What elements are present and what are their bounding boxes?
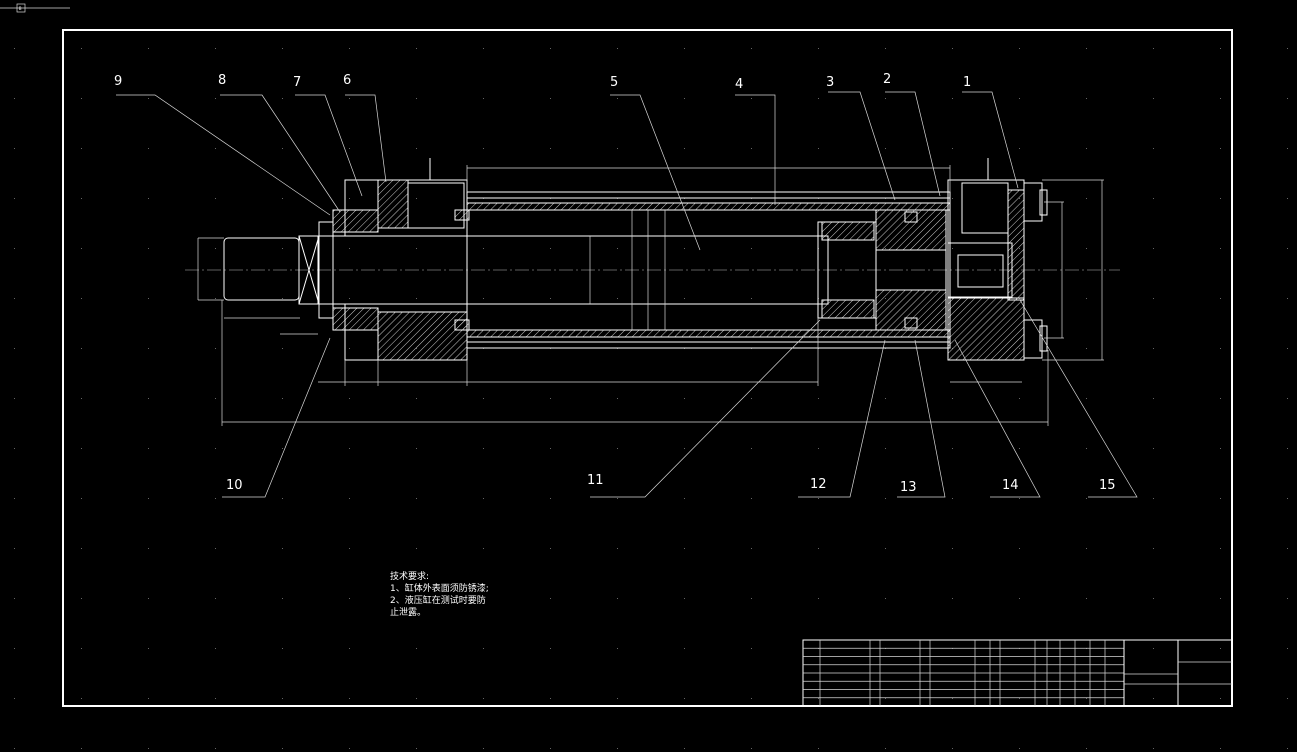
part-label-5: 5 bbox=[610, 75, 618, 90]
rod-end bbox=[223, 221, 334, 319]
part-label-12: 12 bbox=[810, 477, 827, 492]
background-grid bbox=[14, 48, 1288, 749]
technical-requirements: 技术要求: 1、缸体外表面须防锈漆; 2、液压缸在测试时要防 止泄露。 bbox=[390, 570, 489, 618]
part-label-8: 8 bbox=[218, 73, 226, 88]
drawing-frame bbox=[62, 29, 1233, 707]
corner-label: B bbox=[19, 6, 22, 11]
right-end-cap bbox=[947, 158, 1048, 361]
corner-marker: B bbox=[0, 3, 70, 13]
dimension-lines bbox=[197, 165, 1104, 426]
part-label-6: 6 bbox=[343, 73, 351, 88]
part-number-labels: 1 2 3 4 5 6 7 8 9 10 11 12 13 14 15 bbox=[114, 72, 1116, 495]
part-label-10: 10 bbox=[226, 478, 243, 493]
part-label-15: 15 bbox=[1099, 478, 1116, 493]
part-label-3: 3 bbox=[826, 75, 834, 90]
part-label-13: 13 bbox=[900, 480, 917, 495]
piston bbox=[817, 209, 947, 331]
left-end-cap bbox=[332, 158, 470, 361]
part-label-14: 14 bbox=[1002, 478, 1019, 493]
part-label-11: 11 bbox=[587, 473, 604, 488]
cylinder-assembly bbox=[223, 158, 1048, 361]
notes-title: 技术要求: bbox=[390, 570, 429, 582]
leader-lines bbox=[116, 91, 1138, 498]
part-label-9: 9 bbox=[114, 74, 122, 89]
title-block bbox=[802, 639, 1233, 707]
cylinder-barrel bbox=[466, 191, 951, 349]
notes-line-1: 1、缸体外表面须防锈漆; bbox=[390, 582, 489, 594]
part-label-7: 7 bbox=[293, 75, 301, 90]
part-label-1: 1 bbox=[963, 75, 971, 90]
part-label-4: 4 bbox=[735, 77, 743, 92]
notes-line-3: 止泄露。 bbox=[390, 606, 426, 618]
notes-line-2: 2、液压缸在测试时要防 bbox=[390, 594, 486, 606]
piston-rod bbox=[317, 235, 829, 305]
part-label-2: 2 bbox=[883, 72, 891, 87]
